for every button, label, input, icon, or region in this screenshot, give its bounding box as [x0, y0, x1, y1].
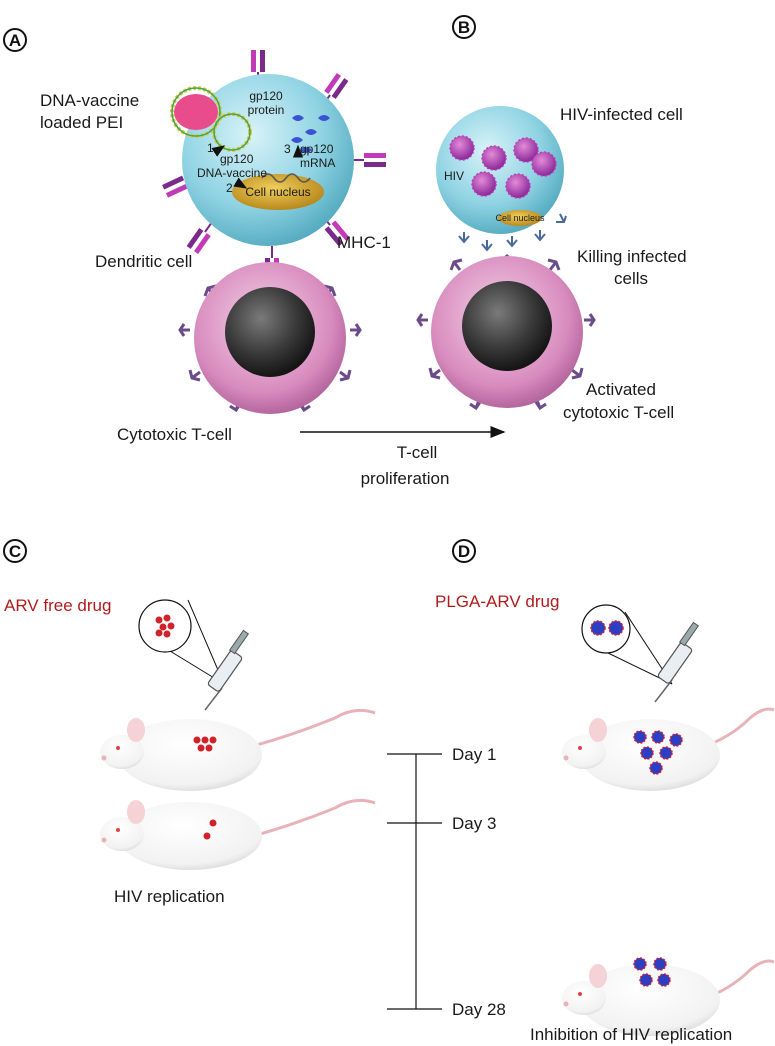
cell-nucleus	[232, 174, 324, 210]
mhc1-label: MHC-1	[337, 233, 391, 252]
dna-vaccine-pei-label-1: DNA-vaccine	[40, 91, 139, 110]
plga-arv-drug-label: PLGA-ARV drug	[435, 592, 559, 611]
hiv-label: HIV	[444, 169, 464, 183]
gp120-protein-label-1: gp120	[249, 89, 283, 103]
zoom-circle-plga	[581, 604, 673, 685]
gp120-mrna-label-1: gp120	[300, 142, 334, 156]
nanoparticle-icon	[590, 620, 624, 636]
gp120-dna-vaccine-label-1: gp120	[220, 152, 254, 166]
svg-text:C: C	[9, 542, 21, 561]
killing-infected-label-1: Killing infected	[577, 247, 687, 266]
gp120-dna-vaccine-label-2: DNA-vaccine	[197, 166, 267, 180]
hiv-infected-cell: Cell nucleus HIV	[436, 106, 567, 252]
infected-cell-receptors	[458, 213, 567, 252]
day3-label: Day 3	[452, 814, 496, 833]
tcell-core	[225, 287, 315, 377]
mouse-c-day3	[100, 798, 376, 870]
step1-arrow	[211, 145, 226, 157]
arv-free-drug-label: ARV free drug	[4, 596, 111, 615]
dna-plasmid-icon	[170, 86, 252, 152]
proliferation-label-2: proliferation	[361, 469, 450, 488]
syringe-c-icon	[204, 629, 250, 711]
cell-nucleus-label: Cell nucleus	[245, 185, 310, 199]
cell-nucleus-small	[498, 210, 542, 226]
dendritic-cell-label: Dendritic cell	[95, 252, 192, 271]
cytotoxic-t-cell-label: Cytotoxic T-cell	[117, 425, 232, 444]
mrna-strand-icon	[261, 173, 311, 183]
panel-label-d: D	[452, 539, 476, 563]
panel-label-a: A	[3, 28, 27, 52]
mouse-c-day1	[100, 708, 376, 791]
day28-label: Day 28	[452, 1000, 506, 1019]
step3-label: 3	[284, 142, 291, 156]
svg-text:A: A	[9, 31, 21, 50]
drug-in-mouse-c-day3	[203, 819, 217, 840]
activated-tcell-core	[462, 281, 552, 371]
activated-label-1: Activated	[586, 380, 656, 399]
hiv-infected-cell-label: HIV-infected cell	[560, 105, 683, 124]
dendritic-cell: Cell nucleus gp120 protein 1 gp120 DNA-v…	[162, 50, 386, 280]
panel-label-c: C	[3, 539, 27, 563]
mouse-d-day28	[562, 957, 775, 1036]
cell-nucleus-small-label: Cell nucleus	[495, 213, 545, 223]
zoom-circle-free-drug	[138, 599, 225, 685]
activated-t-cell	[416, 254, 596, 411]
timeline	[387, 753, 442, 1010]
step2-arrow	[233, 177, 248, 189]
svg-text:B: B	[458, 18, 470, 37]
step1-label: 1	[207, 141, 214, 155]
killing-infected-label-2: cells	[614, 269, 648, 288]
syringe-d-icon	[654, 621, 700, 703]
step2-label: 2	[226, 181, 233, 195]
gp120-mrna-label-2: mRNA	[300, 156, 335, 170]
dna-vaccine-pei-label-2: loaded PEI	[40, 113, 123, 132]
day1-label: Day 1	[452, 745, 496, 764]
nanoparticles-in-mouse-d-day28	[633, 957, 671, 987]
svg-text:D: D	[458, 542, 470, 561]
drug-particles-icon	[155, 614, 175, 638]
gp120-protein-icon	[291, 115, 330, 153]
panel-label-b: B	[452, 15, 476, 39]
hiv-virus-icons	[449, 135, 557, 199]
hiv-replication-label: HIV replication	[114, 887, 225, 906]
drug-in-mouse-c-day1	[193, 736, 217, 752]
inhibition-label: Inhibition of HIV replication	[530, 1025, 732, 1044]
gp120-protein-label-2: protein	[248, 103, 285, 117]
cytotoxic-t-cell	[178, 262, 362, 414]
activated-label-2: cytotoxic T-cell	[563, 403, 674, 422]
proliferation-label-1: T-cell	[397, 443, 438, 462]
nanoparticles-in-mouse-d-day1	[633, 730, 683, 775]
mouse-d-day1	[562, 707, 775, 791]
